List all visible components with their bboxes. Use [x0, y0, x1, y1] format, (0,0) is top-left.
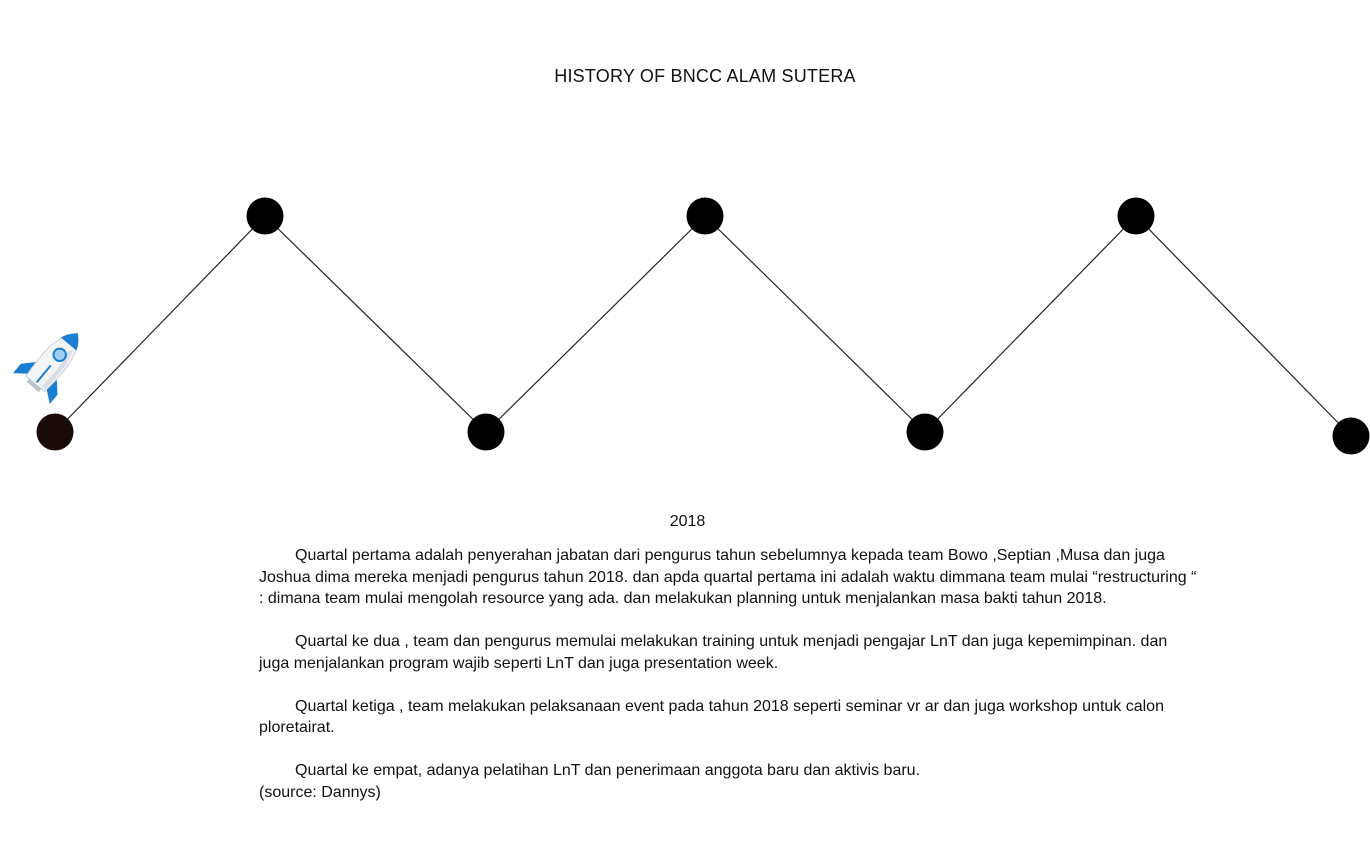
timeline-connector [924, 215, 1137, 433]
rocket-fin-right [46, 375, 58, 404]
rocket-body [25, 332, 79, 393]
paragraph-quarter-3: Quartal ketiga , team melakukan pelaksan… [259, 697, 1164, 737]
rocket-nose [61, 333, 79, 351]
rocket-icon [13, 332, 79, 404]
timeline-connector [1135, 215, 1352, 437]
rocket-fin-left [13, 361, 40, 374]
timeline-connectors [54, 215, 1352, 437]
timeline-node[interactable] [906, 413, 944, 451]
rocket-stripe [35, 364, 52, 384]
timeline-node[interactable] [1117, 197, 1155, 235]
year-label: 2018 [669, 513, 706, 530]
paragraph-quarter-1: Quartal pertama adalah penyerahan jabata… [259, 547, 1197, 607]
page-title: HISTORY OF BNCC ALAM SUTERA [554, 66, 856, 86]
timeline-connector [264, 215, 487, 433]
timeline-connector [485, 215, 706, 433]
rocket-shading [41, 350, 73, 390]
paragraph-quarter-2: Quartal ke dua , team dan pengurus memul… [259, 633, 1168, 672]
timeline-node[interactable] [686, 197, 724, 235]
rocket-exhaust [26, 378, 42, 393]
history-description: Quartal pertama adalah penyerahan jabata… [259, 545, 1199, 803]
timeline-node[interactable] [467, 413, 505, 451]
timeline-connector [704, 215, 926, 433]
timeline-node[interactable] [246, 197, 284, 235]
timeline-node-end[interactable] [1332, 417, 1370, 455]
paragraph-quarter-4: Quartal ke empat, adanya pelatihan LnT d… [295, 762, 921, 779]
timeline-diagram [13, 197, 1370, 455]
timeline-connector [54, 215, 266, 433]
rocket-window [52, 347, 67, 363]
source-credit: (source: Dannys) [259, 783, 381, 801]
timeline-nodes [36, 197, 1370, 455]
timeline-node-start[interactable] [36, 413, 74, 451]
